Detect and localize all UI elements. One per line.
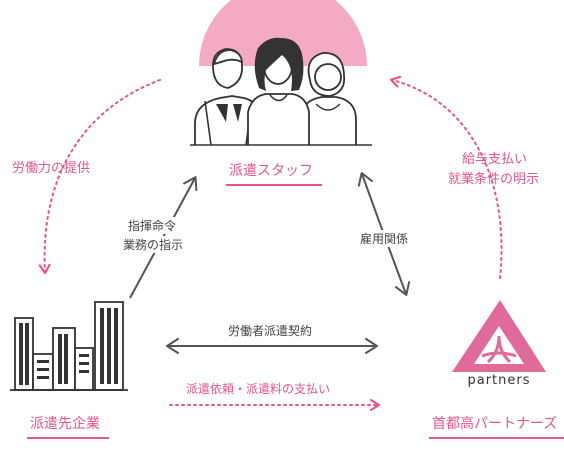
client-label-underline [27, 437, 109, 439]
agency-label: 首都高パートナーズ [432, 416, 558, 432]
instruction-label-2: 業務の指示 [120, 236, 187, 253]
salary-arrow [392, 80, 503, 279]
staff-label-underline [226, 184, 322, 186]
staff-label: 派遣スタッフ [229, 163, 313, 179]
salary-label-2: 就業条件の明示 [448, 172, 540, 187]
employment-arrow-up [357, 172, 384, 233]
labor-provision-arrow [45, 79, 161, 272]
agency-label-underline [429, 437, 564, 439]
labor-provision-label: 労働力の提供 [12, 161, 91, 176]
buildings-icon [10, 301, 128, 391]
staff-group-icon [190, 0, 372, 146]
dispatch-contract-label: 労働者派遣契約 [225, 322, 316, 339]
partners-logo-icon [452, 300, 546, 372]
employment-label: 雇用関係 [357, 230, 412, 247]
instruction-label-1: 指揮命令 [125, 217, 180, 234]
client-label: 派遣先企業 [30, 416, 100, 432]
partners-logo-text: partners [467, 373, 530, 388]
salary-label-1: 給与支払い [462, 152, 528, 167]
request-payment-label: 派遣依頼・派遣料の支払い [186, 382, 331, 396]
